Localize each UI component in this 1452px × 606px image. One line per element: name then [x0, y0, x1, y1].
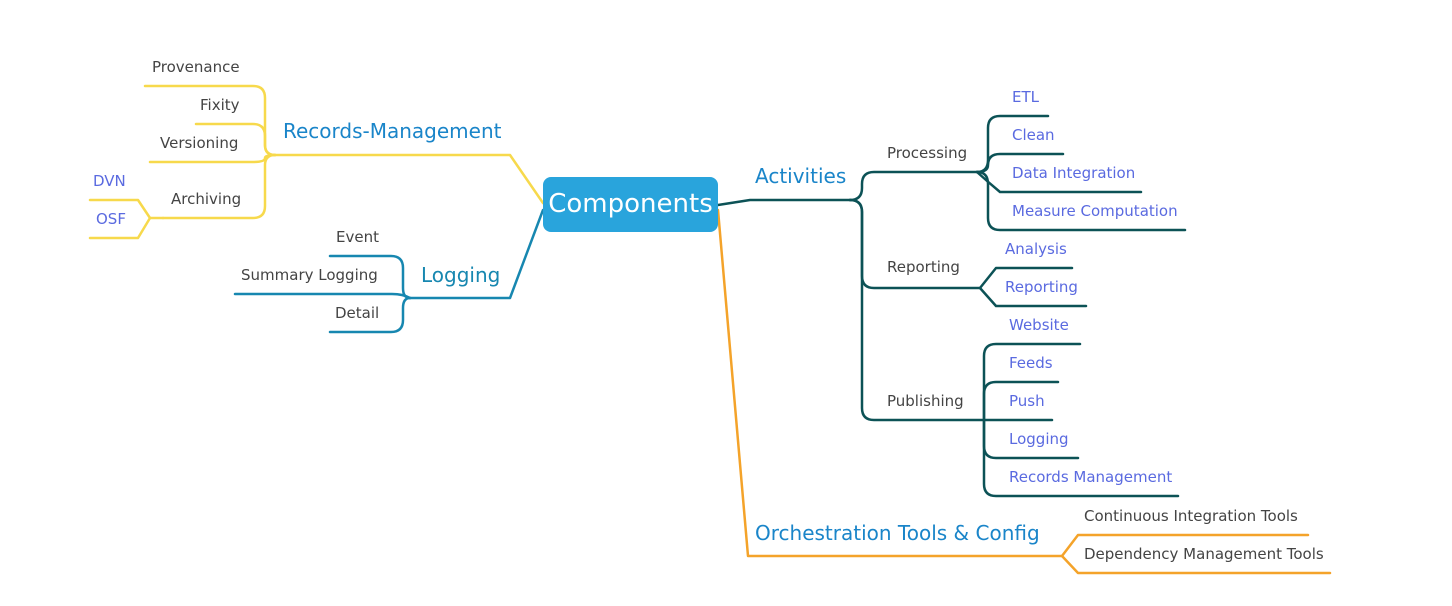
publishing-node[interactable]: Publishing: [887, 392, 964, 410]
orchestration-trunk: [716, 208, 1064, 558]
logging-summary-link: [233, 292, 412, 300]
records-management-leaf-node[interactable]: Records Management: [1009, 468, 1173, 486]
processing-integration-link: [975, 170, 1143, 194]
push-node[interactable]: Push: [1009, 392, 1045, 410]
logging-detail-link: [328, 296, 412, 334]
logging-leaf-node[interactable]: Logging: [1009, 430, 1069, 448]
feeds-node[interactable]: Feeds: [1009, 354, 1053, 372]
logging-branch-label[interactable]: Logging: [421, 263, 501, 287]
provenance-node[interactable]: Provenance: [152, 58, 240, 76]
records-connectors: [88, 84, 545, 240]
archiving-dvn-link: [88, 198, 165, 220]
logging-trunk: [408, 208, 545, 300]
activities-trunk: [716, 198, 852, 207]
orchestration-dep-link: [1060, 554, 1332, 575]
processing-node[interactable]: Processing: [887, 144, 968, 162]
versioning-node[interactable]: Versioning: [160, 134, 239, 152]
root-node-components[interactable]: Components: [543, 177, 718, 232]
dependency-management-node[interactable]: Dependency Management Tools: [1084, 545, 1324, 563]
detail-node[interactable]: Detail: [335, 304, 380, 322]
processing-measure-link: [975, 170, 1187, 232]
website-node[interactable]: Website: [1009, 316, 1069, 334]
records-management-branch-label[interactable]: Records-Management: [283, 119, 502, 143]
activities-branch-label[interactable]: Activities: [755, 164, 847, 188]
logging-connectors: [233, 208, 545, 334]
archiving-node[interactable]: Archiving: [171, 190, 242, 208]
osf-node[interactable]: OSF: [96, 210, 126, 228]
measure-computation-node[interactable]: Measure Computation: [1012, 202, 1178, 220]
records-archiving-link: [161, 153, 277, 220]
records-trunk: [273, 153, 545, 205]
orchestration-ci-link: [1060, 533, 1310, 558]
records-versioning-link: [148, 153, 277, 164]
reporting-leaf-node[interactable]: Reporting: [1005, 278, 1078, 296]
summary-logging-node[interactable]: Summary Logging: [241, 266, 378, 284]
activities-processing-link: [848, 170, 979, 202]
orchestration-branch-label[interactable]: Orchestration Tools & Config: [755, 521, 1040, 545]
fixity-node[interactable]: Fixity: [200, 96, 240, 114]
dvn-node[interactable]: DVN: [93, 172, 126, 190]
reporting-analysis-link: [978, 266, 1074, 290]
activities-publishing-link: [848, 198, 986, 422]
processing-clean-link: [975, 152, 1065, 174]
records-fixity-link: [194, 122, 277, 157]
orchestration-connectors: [716, 208, 1332, 575]
reporting-reporting-link: [978, 286, 1088, 308]
publishing-records-link: [982, 418, 1180, 498]
reporting-group-node[interactable]: Reporting: [887, 258, 960, 276]
publishing-feeds-link: [982, 380, 1060, 422]
continuous-integration-node[interactable]: Continuous Integration Tools: [1084, 507, 1298, 525]
etl-node[interactable]: ETL: [1012, 88, 1039, 106]
event-node[interactable]: Event: [336, 228, 379, 246]
analysis-node[interactable]: Analysis: [1005, 240, 1067, 258]
archiving-osf-link: [88, 216, 152, 240]
clean-node[interactable]: Clean: [1012, 126, 1055, 144]
activities-connectors: [716, 114, 1187, 498]
data-integration-node[interactable]: Data Integration: [1012, 164, 1136, 182]
